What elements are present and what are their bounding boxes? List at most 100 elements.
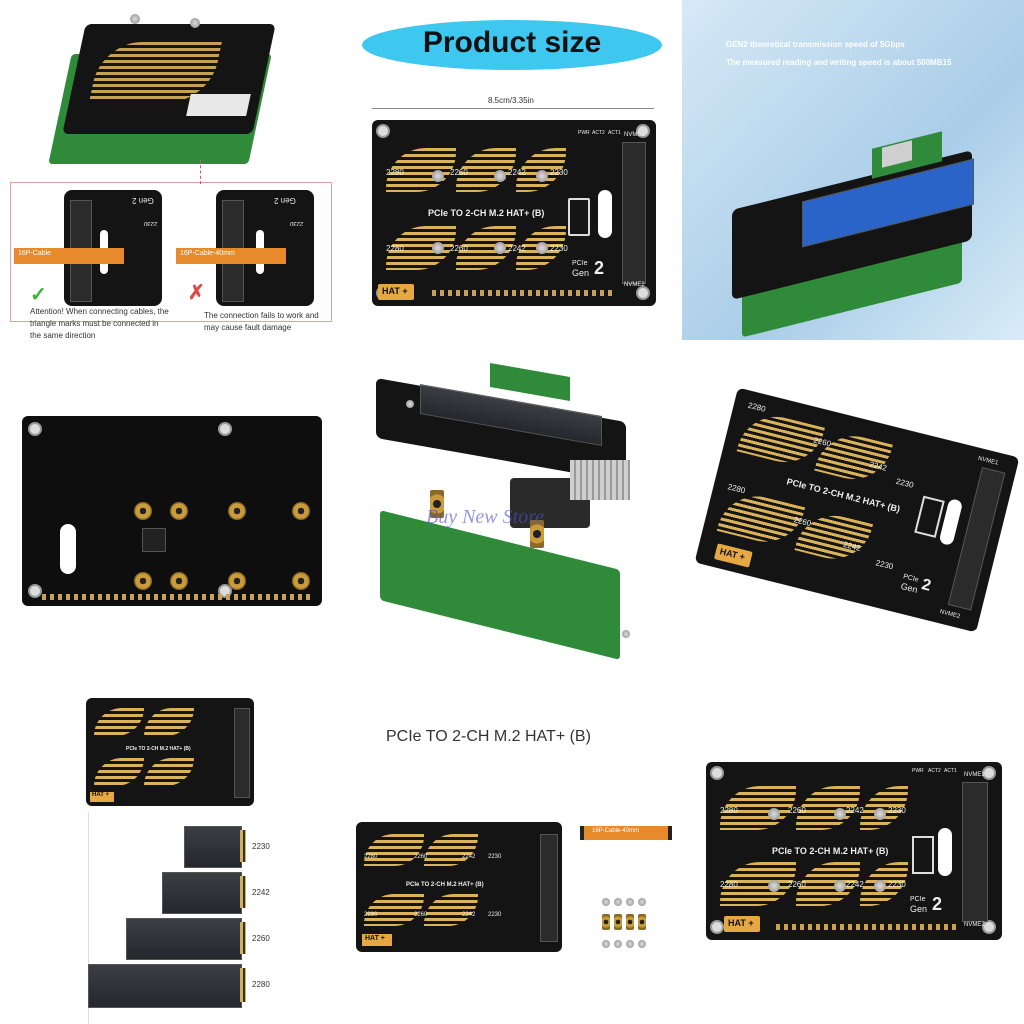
ssd-2230: [184, 826, 242, 868]
ssd-size-label: 2280: [252, 980, 270, 989]
speed-line-1: GEN2 theoretical transmission speed of 5…: [726, 40, 905, 49]
correct-note: Attention! When connecting cables, the t…: [30, 307, 169, 340]
pcie-label: PCIe: [572, 260, 588, 267]
product-image-front[interactable]: 2280 2260 2242 2230 2280 2260 2242 2230 …: [682, 690, 1024, 1024]
size-label: 2260: [414, 854, 428, 860]
size-label: 2242: [846, 806, 864, 815]
size-label: 2230: [488, 912, 502, 918]
size-label: 2230: [550, 244, 568, 253]
ssd-2242: [162, 872, 242, 914]
size-label: 2280: [726, 482, 747, 496]
size-label: 2230: [550, 168, 568, 177]
product-image-back[interactable]: [0, 380, 340, 630]
ssd-2260: [126, 918, 242, 960]
hat-badge: HAT +: [382, 286, 408, 296]
led-label: PWR: [578, 130, 590, 136]
cable-label: 16P-Cable-40mm: [180, 250, 235, 257]
gen-label: Gen: [572, 268, 590, 278]
led-label: PWR: [912, 768, 924, 774]
cable-label: 16P-Cable-40mm: [592, 828, 640, 834]
hat-board: 2280 2260 2242 2230 2280 2260 2242 2230 …: [372, 120, 656, 306]
correct-connection-panel: Gen 2 2230 16P-Cable ✓: [14, 190, 164, 310]
product-image-angled[interactable]: 2280 2260 2242 2230 2280 2260 2242 2230 …: [682, 360, 1024, 660]
size-label: 2260: [450, 168, 468, 177]
ssd-2280: [88, 964, 242, 1008]
size-label: 2260: [450, 244, 468, 253]
dimension-line: [372, 108, 654, 109]
cable-label: 16P-Cable: [18, 250, 52, 257]
nvme1-label: NVME1: [624, 132, 645, 138]
product-image-assembly[interactable]: Buy New Store: [340, 360, 680, 670]
size-label: 2242: [462, 912, 476, 918]
size-title-pill: Product size: [362, 20, 662, 70]
ssd-size-label: 2230: [252, 842, 270, 851]
size-label: 2242: [508, 168, 526, 177]
nvme1-label: NVME1: [964, 772, 985, 778]
size-label: 2242: [508, 244, 526, 253]
hat-board-front: 2280 2260 2242 2230 2280 2260 2242 2230 …: [706, 762, 1002, 940]
led-label: ACT2: [592, 130, 605, 136]
check-icon: ✓: [30, 284, 47, 306]
wrong-note: The connection fails to work and may cau…: [204, 311, 319, 332]
gen2-label: Gen 2: [132, 196, 154, 205]
size-label: 2280: [747, 400, 767, 414]
ribbon-cable: 16P-Cable: [14, 248, 124, 264]
product-image-package[interactable]: PCIe TO 2-CH M.2 HAT+ (B) 2280 2260 2242…: [340, 690, 680, 1024]
hat-badge: HAT +: [728, 918, 754, 928]
gen-number: 2: [919, 576, 933, 595]
pcie-label: PCIe: [910, 896, 926, 903]
stacked-hat-photo: [48, 14, 276, 164]
nvme2-label: NVME2: [624, 282, 645, 288]
board-title: PCIe TO 2-CH M.2 HAT+ (B): [428, 208, 545, 218]
size-label: 2230: [888, 806, 906, 815]
nvme2-label: NVME2: [964, 922, 985, 928]
hat-board-angled: 2280 2260 2242 2230 2280 2260 2242 2230 …: [694, 387, 1020, 633]
ssd-size-label: 2260: [252, 934, 270, 943]
board-title: PCIe TO 2-CH M.2 HAT+ (B): [406, 882, 484, 888]
size-label: 2230: [144, 220, 158, 226]
size-label: 2260: [788, 806, 806, 815]
package-heading: PCIe TO 2-CH M.2 HAT+ (B): [386, 728, 591, 745]
wrong-connection-panel: Gen 2 2230 16P-Cable-40mm ✗: [176, 190, 326, 310]
watermark: Buy New Store: [426, 506, 545, 528]
board-title: PCIe TO 2-CH M.2 HAT+ (B): [772, 846, 889, 856]
size-label: 2280: [386, 244, 404, 253]
product-image-speed[interactable]: GEN2 theoretical transmission speed of 5…: [682, 0, 1024, 340]
product-image-size[interactable]: Product size 8.5cm/3.35in 2280 2260 2242…: [340, 0, 680, 340]
size-label: 2230: [874, 558, 895, 572]
hat-board-small: PCIe TO 2-CH M.2 HAT+ (B) HAT +: [86, 698, 254, 806]
gen-label: Gen: [910, 904, 928, 914]
size-label: 2280: [364, 912, 378, 918]
hat-with-ssd-photo: [722, 131, 1002, 338]
gen-number: 2: [932, 894, 943, 914]
board-title: PCIe TO 2-CH M.2 HAT+ (B): [126, 746, 191, 752]
nvme1-label: NVME1: [977, 455, 999, 467]
dimension-label: 8.5cm/3.35in: [488, 96, 534, 105]
size-title: Product size: [422, 26, 602, 59]
size-label: 2280: [386, 168, 404, 177]
size-label: 2230: [290, 220, 304, 226]
cross-icon: ✗: [188, 282, 205, 304]
gen-number: 2: [594, 258, 605, 278]
cable-guide-frame: [10, 182, 332, 322]
hat-badge: HAT +: [92, 792, 110, 798]
size-label: 2230: [895, 476, 915, 490]
product-image-ssd-sizes[interactable]: PCIe TO 2-CH M.2 HAT+ (B) HAT + 2230 224…: [0, 690, 340, 1024]
speed-line-2: The measured reading and writing speed i…: [726, 58, 952, 67]
size-label: 2242: [462, 854, 476, 860]
hat-board-package: 2280 2260 2242 2230 2280 2260 2242 2230 …: [356, 822, 562, 952]
led-label: ACT1: [944, 768, 957, 774]
product-image-cable-guide[interactable]: Gen 2 2230 16P-Cable ✓ Gen 2 2230 16P-Ca…: [0, 0, 340, 340]
size-label: 2230: [488, 854, 502, 860]
led-label: ACT1: [608, 130, 621, 136]
nvme2-label: NVME2: [939, 609, 961, 620]
ribbon-cable: 16P-Cable-40mm: [176, 248, 286, 264]
size-label: 2242: [846, 880, 864, 889]
ssd-size-label: 2242: [252, 888, 270, 897]
size-label: 2280: [720, 880, 738, 889]
size-label: 2280: [720, 806, 738, 815]
size-label: 2230: [888, 880, 906, 889]
ribbon-cable: 16P-Cable-40mm: [580, 826, 672, 840]
gen2-label: Gen 2: [274, 196, 296, 205]
hat-badge: HAT +: [718, 546, 747, 563]
